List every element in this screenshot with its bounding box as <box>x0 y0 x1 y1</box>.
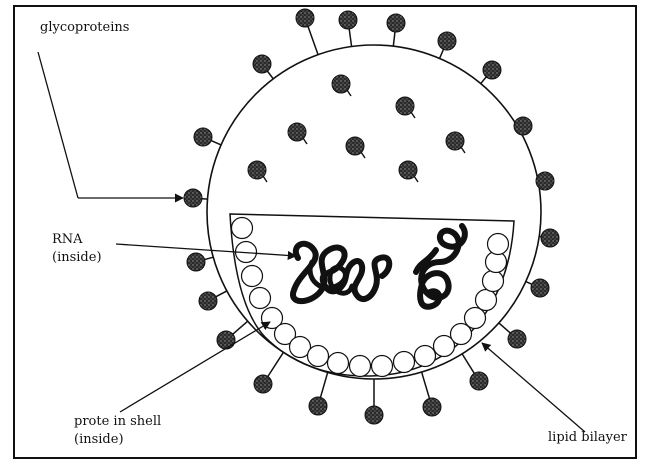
glycoprotein-tail <box>303 138 307 144</box>
glycoprotein-knob-icon <box>296 9 314 27</box>
glycoprotein-knob-icon <box>399 161 417 179</box>
rna-inside-label: (inside) <box>52 250 102 265</box>
protein-subunit-icon <box>394 352 415 373</box>
rna-label: RNA <box>52 232 83 247</box>
glycoprotein-tail <box>461 147 465 153</box>
glycoprotein-knob-icon <box>365 406 383 424</box>
glycoprotein-stalk <box>267 70 273 78</box>
glycoprotein-knob-icon <box>483 61 501 79</box>
protein-subunit-icon <box>476 290 497 311</box>
lipid-bilayer-membrane <box>207 45 541 379</box>
glycoprotein-knob-icon <box>470 372 488 390</box>
glycoprotein-stalk <box>440 48 444 58</box>
glycoprotein-knob-icon <box>531 279 549 297</box>
protein-subunit-icon <box>488 234 509 255</box>
glycoprotein-knob-icon <box>508 330 526 348</box>
protein-subunit-icon <box>465 308 486 329</box>
protein-subunit-icon <box>415 346 436 367</box>
glycoprotein-stalk <box>215 291 227 297</box>
rna-pointer-arrow <box>116 244 296 256</box>
glycoprotein-stalk <box>422 372 430 399</box>
protein-subunit-icon <box>328 353 349 374</box>
protein-shell-inside-label: (inside) <box>74 432 124 447</box>
glycoprotein-knob-icon <box>254 375 272 393</box>
glycoprotein-stalk <box>499 323 511 334</box>
glycoprotein-knob-icon <box>332 75 350 93</box>
glycoprotein-tail <box>411 112 415 118</box>
glycoproteins-pointer-arrow <box>38 52 78 198</box>
glycoprotein-knob-icon <box>187 253 205 271</box>
protein-subunit-icon <box>350 356 371 377</box>
protein-subunit-icon <box>372 356 393 377</box>
lipid-bilayer-label: lipid bilayer <box>548 430 628 445</box>
glycoprotein-stalk <box>267 352 283 377</box>
glycoprotein-knob-icon <box>438 32 456 50</box>
glycoprotein-stalk <box>393 31 395 46</box>
glycoprotein-knob-icon <box>253 55 271 73</box>
glycoproteins-label: glycoproteins <box>40 20 129 35</box>
protein-shell-label: prote in shell <box>74 414 161 429</box>
glycoprotein-knob-icon <box>199 292 217 310</box>
protein-subunit-icon <box>483 271 504 292</box>
protein-subunit-icon <box>242 266 263 287</box>
glycoprotein-tail <box>414 176 418 182</box>
glycoprotein-knob-icon <box>541 229 559 247</box>
glycoprotein-knob-icon <box>194 128 212 146</box>
glycoprotein-knob-icon <box>446 132 464 150</box>
protein-subunit-icon <box>232 218 253 239</box>
glycoprotein-tail <box>347 90 351 96</box>
rna-strand-right <box>416 226 465 307</box>
glycoprotein-knob-icon <box>248 161 266 179</box>
lipid-bilayer-pointer-arrow <box>482 343 585 432</box>
protein-shell-pointer-arrow <box>120 322 270 412</box>
glycoprotein-tail <box>263 176 267 182</box>
glycoprotein-knob-icon <box>423 398 441 416</box>
glycoprotein-stalk <box>349 28 352 47</box>
glycoprotein-stalk <box>232 321 248 335</box>
glycoprotein-knob-icon <box>387 14 405 32</box>
glycoprotein-stalks <box>201 26 542 407</box>
glycoprotein-knob-icon <box>339 11 357 29</box>
glycoprotein-tail <box>361 152 365 158</box>
glycoprotein-knob-icon <box>536 172 554 190</box>
protein-subunit-icon <box>250 288 271 309</box>
glycoprotein-knob-icon <box>288 123 306 141</box>
glycoprotein-knob-icon <box>514 117 532 135</box>
glycoprotein-stalk <box>462 354 475 374</box>
glycoprotein-knob-icon <box>184 189 202 207</box>
glycoprotein-knob-icon <box>346 137 364 155</box>
glycoprotein-knob-icon <box>217 331 235 349</box>
glycoprotein-knob-icon <box>396 97 414 115</box>
glycoprotein-knob-icon <box>309 397 327 415</box>
glycoprotein-stalk <box>308 26 318 55</box>
glycoprotein-stalk <box>320 372 327 398</box>
glycoprotein-stalk <box>210 140 221 145</box>
protein-subunit-icon <box>308 346 329 367</box>
